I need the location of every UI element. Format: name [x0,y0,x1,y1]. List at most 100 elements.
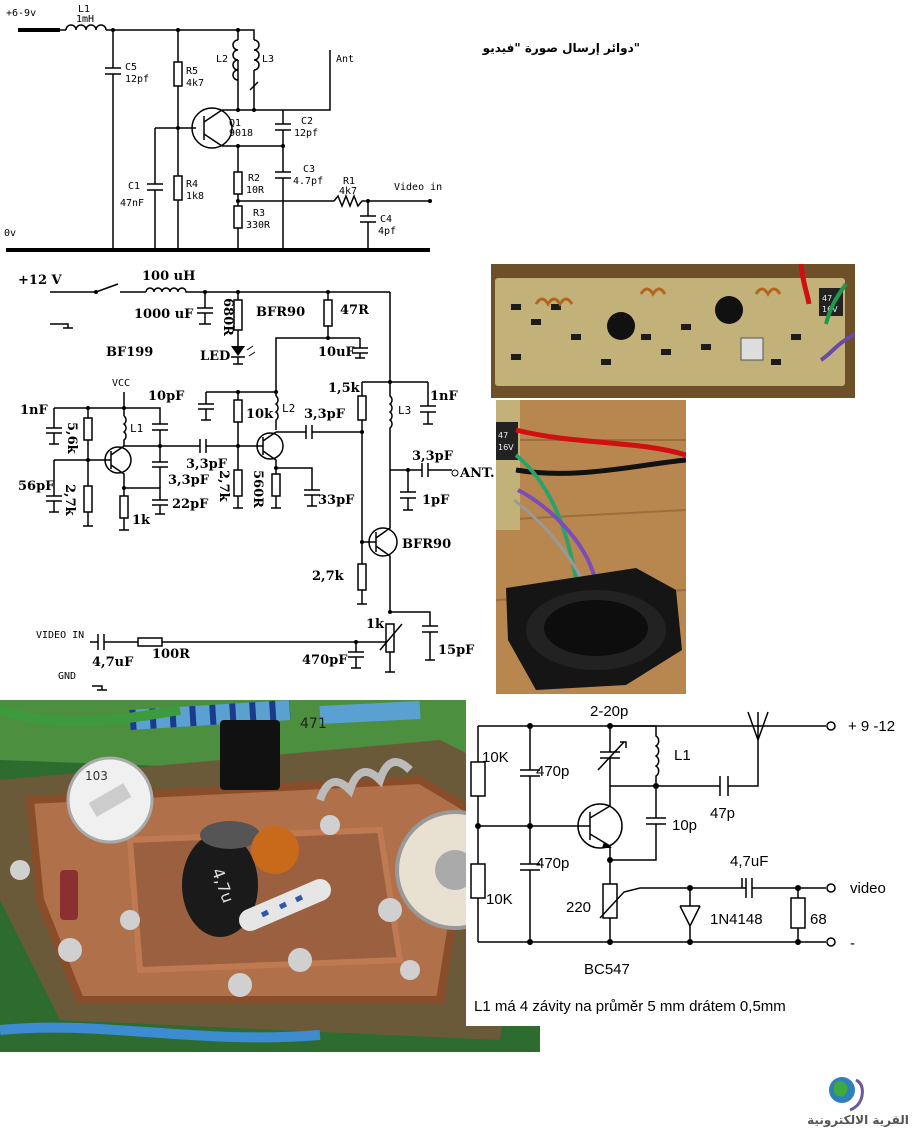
c1-c5-value: 12pf [125,74,149,85]
c2-ind100-label: 100 uH [142,269,195,284]
c2-led-label: LED [200,349,230,364]
c2-r56k-label: 5,6k [64,422,79,455]
c2-c33p-ant-label: 3,3pF [412,449,454,464]
c2-video-in-label: VIDEO IN [36,630,84,641]
circuit1: +6-9v 0v L1 1mH C5 12pf R5 4k7 L2 L3 Ant… [4,4,442,252]
c3-minus-label: - [850,935,855,952]
c2-r560-label: 560R [250,470,265,508]
c3-r10k-top-label: 10K [482,749,509,766]
c2-c33p-big-label: 33pF [318,493,355,508]
c3-video-label: video [850,880,886,897]
c1-video-in-label: Video in [394,182,442,193]
c3-transistor-label: BC547 [584,961,630,978]
c1-c4-name: C4 [380,214,392,225]
c3-r220-label: 220 [566,899,591,916]
c1-c2-value: 12pf [294,128,318,139]
board-cap-label-a: 47 [822,294,832,303]
c1-c5-name: C5 [125,62,137,73]
c2-c10p-label: 10pF [148,389,185,404]
c3-l1-label: L1 [674,747,691,764]
arabic-title: دوائر إرسال صورة "فيديو" [482,41,640,56]
c1-q1-value: 9018 [229,128,253,139]
c3-c47uf-label: 4,7uF [730,853,768,870]
circuit2: +12 V 100 uH 1000 uF 680R BFR90 47R BF19… [18,269,495,691]
c2-r15k-label: 1,5k [328,381,361,396]
c2-r1k-label: 1k [132,513,151,528]
c2-bfr90-top-label: BFR90 [256,305,305,320]
c2-c22p-label: 22pF [172,497,209,512]
c1-r1-name: R1 [343,176,355,187]
c1-r1-value: 4k7 [339,186,357,197]
c1-c3-name: C3 [303,164,315,175]
c3-note: L1 má 4 závity na průměr 5 mm drátem 0,5… [474,998,786,1015]
photo-camera-wiring: 47 16V [496,400,686,694]
c2-supply-label: +12 V [18,273,63,288]
c1-c1-value: 47nF [120,198,144,209]
c1-antenna-label: Ant [336,54,354,65]
c2-bf199-label: BF199 [106,345,153,360]
c2-c470p-label: 470pF [302,653,348,668]
c2-r27k-bot-label: 2,7k [312,569,345,584]
c3-c470p-top-label: 470p [536,763,569,780]
c2-l2-label: L2 [282,402,295,415]
c2-c56p-label: 56pF [18,479,55,494]
c1-c1-name: C1 [128,181,140,192]
c1-l1-name: L1 [78,4,90,15]
photo-closeup-board: 103 4,7u 471 [0,700,540,1052]
logo-text: القرية الالكترونية [807,1113,909,1128]
c2-c1000-label: 1000 uF [134,307,194,322]
c2-c1n-right-label: 1nF [430,389,458,404]
c1-q1-name: Q1 [229,118,241,129]
c2-r27k-mid-label: 2,7k [216,470,231,503]
closeup-resistor-code: 471 [300,716,327,732]
c2-vcc-label: VCC [112,378,130,389]
c3-r10k-bot-label: 10K [486,891,513,908]
c2-c10uf-label: 10uF [318,345,356,360]
c2-r10k-label: 10k [246,407,274,422]
c1-r3-value: 330R [246,220,271,231]
c2-l3-label: L3 [398,404,411,417]
c1-r2-name: R2 [248,173,260,184]
c2-r47-label: 47R [340,303,369,318]
c1-ground-label: 0v [4,228,16,239]
c2-ant-label: ANT. [459,466,495,481]
c2-c1p-label: 1pF [422,493,450,508]
c1-r3-name: R3 [253,208,265,219]
c2-c33p-b-label: 3,3pF [168,473,210,488]
c1-r4-value: 1k8 [186,191,204,202]
c2-l1-label: L1 [130,422,143,435]
c1-l1-value: 1mH [76,14,94,25]
c3-r68-label: 68 [810,911,827,928]
c2-c33p-a-label: 3,3pF [186,457,228,472]
c1-r4-name: R4 [186,179,198,190]
c1-l3-label: L3 [262,54,274,65]
c2-c15p-label: 15pF [438,643,475,658]
c3-c10p-label: 10p [672,817,697,834]
c3-c47p-label: 47p [710,805,735,822]
c2-r100-label: 100R [152,647,190,662]
c2-bfr90-bot-label: BFR90 [402,537,451,552]
c1-l2-label: L2 [216,54,228,65]
c2-c1n-left-label: 1nF [20,403,48,418]
c2-c47uf-label: 4,7uF [92,655,134,670]
wires-cap-label-b: 16V [498,443,514,452]
c3-trimmer-label: 2-20p [590,703,628,720]
c2-c33p-c-label: 3,3pF [304,407,346,422]
wires-cap-label-a: 47 [498,431,508,440]
c1-c3-value: 4.7pf [293,176,323,187]
c3-supply-label: + 9 -12 [848,718,895,735]
c2-r680-label: 680R [220,298,235,336]
c1-r2-value: 10R [246,185,265,196]
c3-c470p-bot-label: 470p [536,855,569,872]
closeup-pot-code: 103 [85,769,108,783]
c2-r27k-left-label: 2,7k [62,484,77,517]
c1-c2-name: C2 [301,116,313,127]
c1-c4-value: 4pf [378,226,396,237]
circuit3: 2-20p + 9 -12 10K 470p L1 47p 10p 470p 1… [470,703,895,1015]
c1-r5-name: R5 [186,66,198,77]
c3-diode-label: 1N4148 [710,911,763,928]
photo-assembled-board: 47 16V [491,264,855,398]
c2-pot1k-label: 1k [366,617,385,632]
site-logo: القرية الالكترونية [807,1077,909,1128]
